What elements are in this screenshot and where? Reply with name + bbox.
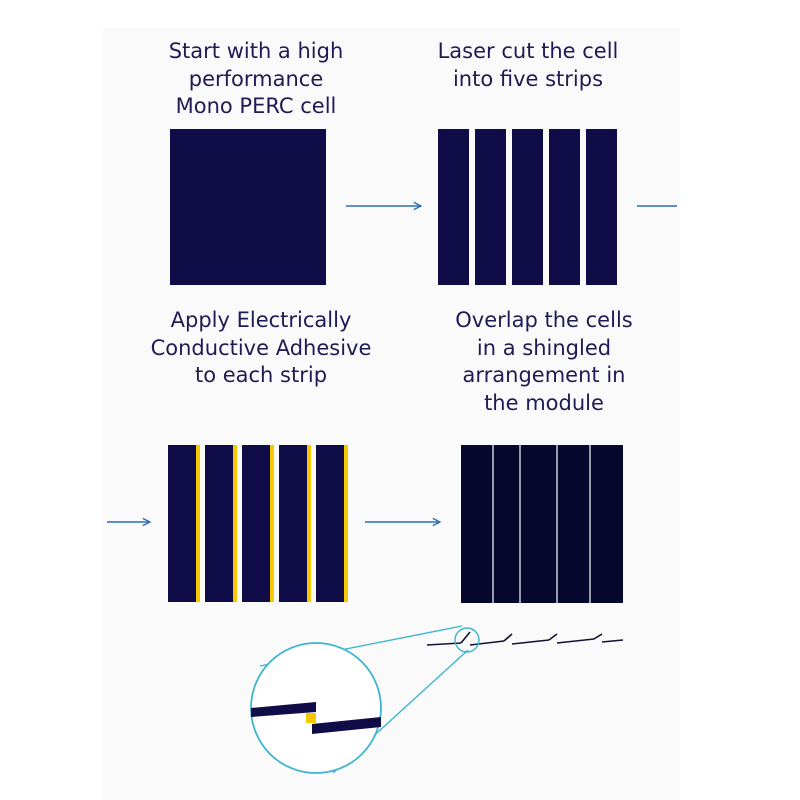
- step2-caption-line: into five strips: [452, 66, 604, 91]
- adhesive-line: [307, 445, 311, 602]
- step4-caption-line: in a shingled: [476, 335, 612, 360]
- step4-caption-line: the module: [484, 390, 604, 415]
- shingle-profile-segment: [503, 633, 513, 642]
- magnifier-small-circle: [454, 627, 480, 653]
- step2-caption: Laser cut the cell into five strips: [412, 38, 644, 93]
- shingle-profile-segment: [548, 633, 558, 641]
- cell-strip: [586, 129, 617, 285]
- shingle-profile-segment: [511, 639, 550, 645]
- step1-caption-line: Start with a high: [168, 39, 344, 63]
- magnified-upper-cell: [251, 702, 316, 717]
- step1-caption: Start with a high performance Mono PERC …: [140, 38, 372, 121]
- adhesive-cell-strip: [279, 445, 307, 602]
- adhesive-line: [344, 445, 348, 602]
- step2-caption-line: Laser cut the cell: [437, 39, 619, 63]
- shingle-profile-segment: [601, 639, 624, 643]
- step1-caption-line: Mono PERC cell: [175, 94, 337, 118]
- cell-strip: [475, 129, 506, 285]
- adhesive-line: [233, 445, 237, 602]
- step3-caption-line: to each strip: [194, 363, 328, 387]
- step4-caption: Overlap the cells in a shingled arrangem…: [428, 307, 660, 417]
- shingle-profile-segment: [469, 640, 505, 646]
- adhesive-cell-strip: [242, 445, 270, 602]
- step4-caption-line: Overlap the cells: [455, 308, 633, 332]
- magnified-lower-cell: [312, 717, 381, 734]
- step4-caption-line: arrangement in: [462, 363, 626, 387]
- step3-caption-line: Conductive Adhesive: [150, 335, 372, 360]
- cell-strip: [438, 129, 469, 285]
- adhesive-cell-strip: [168, 445, 196, 602]
- cell-strip: [512, 129, 543, 285]
- adhesive-line: [196, 445, 200, 602]
- adhesive-cell-strip: [205, 445, 233, 602]
- mono-perc-cell: [170, 129, 326, 285]
- magnified-adhesive: [306, 713, 316, 723]
- adhesive-cell-strip: [316, 445, 344, 602]
- step1-caption-line: performance: [188, 66, 324, 91]
- step3-caption: Apply Electrically Conductive Adhesive t…: [120, 307, 402, 390]
- cell-strip: [549, 129, 580, 285]
- step3-caption-line: Apply Electrically: [170, 308, 352, 332]
- magnified-joint: [251, 702, 381, 734]
- shingle-profile-segment: [556, 638, 595, 644]
- adhesive-line: [270, 445, 274, 602]
- shingle-profile-segment: [593, 633, 603, 640]
- shingle-profile-segment: [460, 631, 471, 644]
- shingled-module: [461, 445, 623, 603]
